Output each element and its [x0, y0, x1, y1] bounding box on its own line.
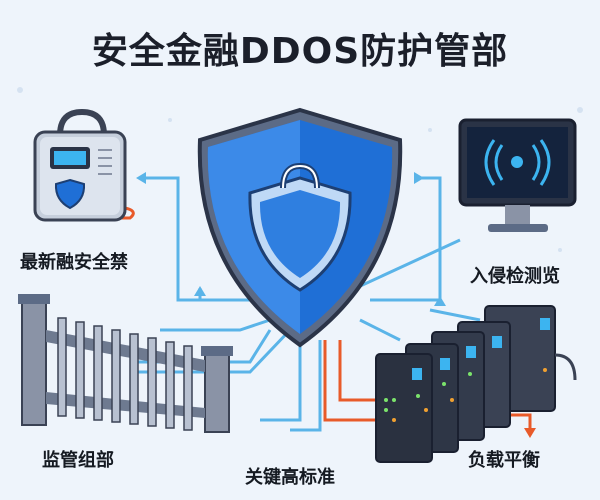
- server-rack-icon: [375, 305, 577, 463]
- shield-icon: [197, 107, 403, 348]
- connector-arrowheads: [136, 172, 446, 306]
- label-load-balance: 负载平衡: [468, 450, 540, 471]
- label-intrusion: 入侵检测览: [470, 266, 560, 287]
- orange-arrowhead: [524, 428, 536, 438]
- intrusion-monitor-icon: [458, 118, 577, 232]
- diagram-title: 安全金融DDOS防护管部: [91, 31, 509, 72]
- label-device: 最新融安全禁: [20, 252, 128, 273]
- label-standards: 关键高标准: [245, 467, 335, 488]
- label-supervision: 监管组部: [42, 450, 114, 471]
- background-pattern: [17, 87, 583, 262]
- connector-lines: [130, 176, 481, 432]
- security-device-icon: [33, 108, 127, 222]
- fence-icon: [18, 294, 233, 433]
